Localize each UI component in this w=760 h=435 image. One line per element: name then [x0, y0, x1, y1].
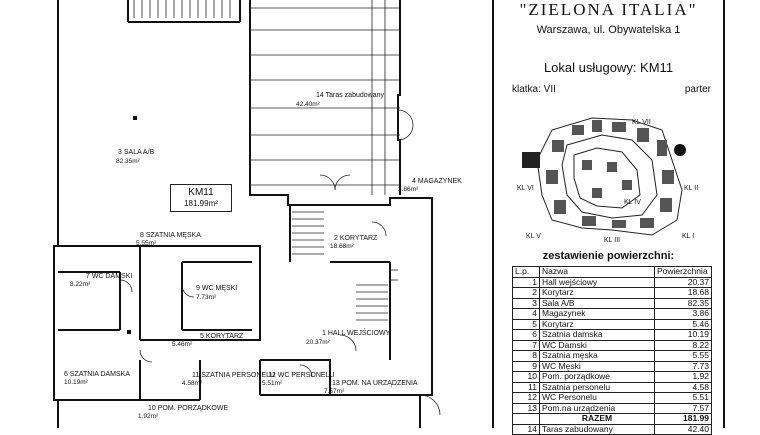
- page-margin: [725, 0, 760, 428]
- room-area-wc-personelu: 5.51m²: [262, 380, 283, 387]
- room-area-sala: 82.35m²: [116, 158, 140, 165]
- staircase-label: klatka: VII: [512, 84, 556, 95]
- site-label-kl-v: KL V: [526, 233, 541, 240]
- room-label-szatnia-personelu: 11 SZATNIA PERSONELU: [192, 372, 276, 379]
- site-label-kl-iii: KL III: [604, 237, 620, 244]
- project-address: Warszawa, ul. Obywatelska 1: [536, 24, 681, 36]
- project-title: "ZIELONA ITALIA": [519, 0, 698, 19]
- room-area-taras: 42.40m²: [296, 101, 320, 108]
- floor-plan: 3 SALA A/B 82.35m² 14 Taras zabudowany 4…: [53, 0, 462, 428]
- room-area-szatnia-personelu: 4.58m²: [182, 380, 203, 387]
- room-area-pom-urzadzenia: 7.57m²: [324, 388, 345, 395]
- room-label-wc-damski: 7 WC DAMSKI: [86, 273, 133, 280]
- room-area-hall: 20.37m²: [306, 339, 330, 346]
- site-map: KL VII KL VI KL II KL IV KL V KL III KL …: [517, 117, 698, 244]
- site-label-kl-ii: KL II: [684, 185, 698, 192]
- info-panel: "ZIELONA ITALIA" Warszawa, ul. Obywatels…: [492, 0, 725, 435]
- room-label-taras: 14 Taras zabudowany: [316, 92, 384, 99]
- level-label: parter: [684, 84, 711, 95]
- site-label-kl-iv: KL IV: [624, 199, 641, 206]
- room-area-magazynek: 3.86m²: [398, 186, 419, 193]
- room-label-szatnia-damska: 6 SZATNIA DAMSKA: [64, 371, 131, 378]
- room-label-korytarz-5: 5 KORYTARZ: [200, 333, 244, 340]
- room-area-wc-damski: 8.22m²: [70, 281, 91, 288]
- room-label-wc-personelu: 12 WC PERSONELU: [268, 372, 335, 379]
- unit-area: 181.99m²: [184, 199, 218, 208]
- room-area-korytarz-5: 5.46m²: [172, 341, 193, 348]
- unit-code: KM11: [188, 187, 214, 198]
- room-label-hall: 1 HALL WEJŚCIOWY: [322, 330, 391, 337]
- room-label-pom-urzadzenia: 13 POM. NA URZĄDZENIA: [332, 380, 418, 387]
- unit-title: Lokal usługowy: KM11: [543, 60, 674, 75]
- table-header-row: L.p. Nazwa Powierzchnia: [512, 266, 712, 278]
- room-area-korytarz-2: 18.68m²: [330, 243, 354, 250]
- room-area-pom-porzadkowe: 1.92m²: [138, 413, 159, 420]
- site-label-kl-i: KL I: [682, 233, 694, 240]
- room-area-wc-meski: 7.73m²: [196, 294, 217, 301]
- room-label-korytarz-2: 2 KORYTARZ: [334, 235, 378, 242]
- floor-plan-drawing: [53, 0, 441, 428]
- column-header-name: Nazwa: [539, 266, 655, 278]
- room-label-magazynek: 4 MAGAZYNEK: [412, 178, 462, 185]
- room-area-szatnia-meska: 5.55m²: [136, 240, 157, 247]
- unit-label-box: KM11 181.99m²: [170, 184, 232, 212]
- room-label-szatnia-meska: 8 SZATNIA MĘSKA: [140, 232, 201, 239]
- room-label-sala: 3 SALA A/B: [118, 149, 155, 156]
- room-area-szatnia-damska: 10.19m²: [64, 379, 88, 386]
- room-label-wc-meski: 9 WC MĘSKI: [196, 285, 238, 292]
- room-label-pom-porzadkowe: 10 POM. PORZĄDKOWE: [148, 405, 229, 412]
- column-header-area: Powierzchnia: [654, 266, 712, 278]
- site-label-kl-vii: KL VII: [632, 119, 651, 126]
- table-heading: zestawienie powierzchni:: [542, 250, 675, 262]
- column-header-lp: L.p.: [512, 266, 540, 278]
- site-label-kl-vi: KL VI: [517, 185, 534, 192]
